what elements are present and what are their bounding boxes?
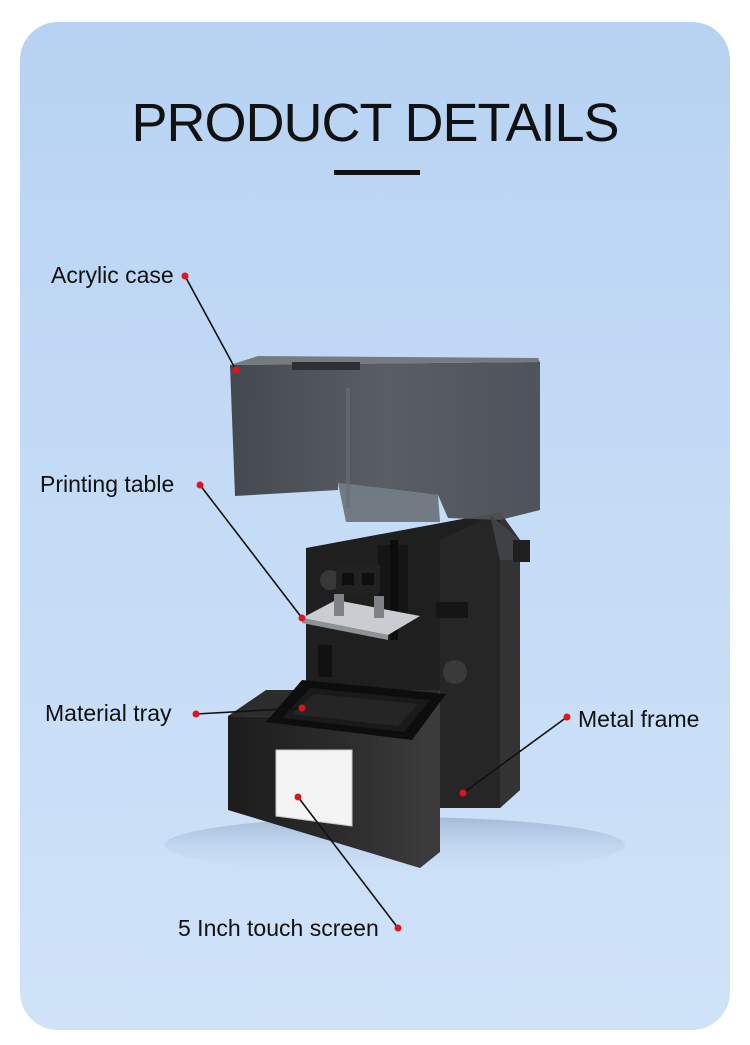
z-axis-assembly: [302, 540, 420, 640]
callout-touch-screen: [294, 793, 402, 932]
callout-dot: [192, 710, 200, 718]
page-title: PRODUCT DETAILS: [131, 93, 619, 153]
callout-dot: [294, 793, 302, 801]
callout-dot: [563, 713, 571, 721]
material-tray-shape: [266, 680, 446, 740]
label-printing-table: Printing table: [40, 471, 175, 497]
callout-metal-frame: [459, 713, 571, 797]
callout-material-tray: [192, 704, 306, 718]
callout-dot: [394, 924, 402, 932]
label-touch-screen: 5 Inch touch screen: [178, 915, 379, 941]
callout-printing-table: [196, 481, 306, 622]
callout-dot: [181, 272, 189, 280]
touch-screen-panel: [275, 749, 353, 827]
sensor-block: [318, 645, 332, 677]
label-metal-frame: Metal frame: [578, 706, 700, 732]
label-material-tray: Material tray: [45, 700, 172, 726]
callout-dot: [298, 704, 306, 712]
callout-dot: [298, 614, 306, 622]
label-acrylic-case: Acrylic case: [51, 262, 174, 288]
callout-dot: [232, 366, 240, 374]
acrylic-cover: [230, 356, 540, 562]
callout-dot: [459, 789, 467, 797]
title-underline: [334, 170, 420, 175]
callout-dot: [196, 481, 204, 489]
callout-acrylic-case: [181, 272, 240, 374]
